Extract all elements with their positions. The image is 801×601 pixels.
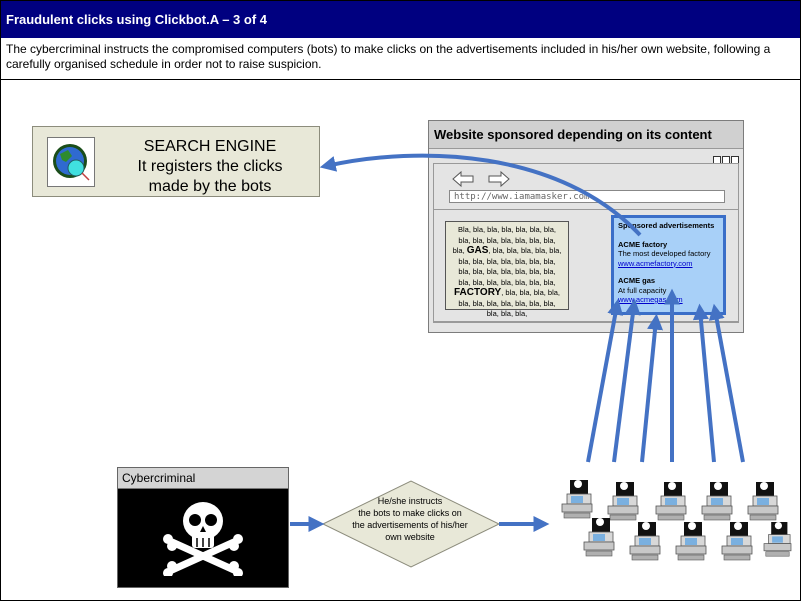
instruction-line: the bots to make clicks on xyxy=(358,508,462,518)
description: The cybercriminal instructs the compromi… xyxy=(1,38,800,80)
bot-computer-icon xyxy=(607,481,639,521)
page-title: Fraudulent clicks using Clickbot.A – 3 o… xyxy=(1,1,800,38)
ad-title: ACME gas xyxy=(618,276,656,285)
search-engine-text-1: It registers the clicks xyxy=(137,158,283,175)
text-line: bla, bla, bla, bla, bla, bla, bla, xyxy=(458,267,556,276)
back-arrow-icon[interactable] xyxy=(452,170,474,188)
text-line: bla, bla, bla, xyxy=(486,309,528,318)
website-text-content: Bla, bla, bla, bla, bla, bla, bla, bla, … xyxy=(445,221,569,318)
browser-title: Website sponsored depending on its conte… xyxy=(429,121,743,149)
bot-computer-icon xyxy=(763,521,792,557)
text-line: bla, bla, bla, bla, bla, bla, bla, xyxy=(458,256,556,266)
bot-computer-icon xyxy=(701,481,733,521)
bot-click-arrows xyxy=(586,288,745,463)
bot-computer-icon xyxy=(583,517,615,557)
status-bar xyxy=(433,321,739,328)
forward-arrow-icon[interactable] xyxy=(488,170,510,188)
cybercriminal-label: Cybercriminal xyxy=(118,468,288,489)
text-line: bla, bla, bla, bla, bla, bla, bla, xyxy=(458,235,556,245)
bot-computer-icon xyxy=(675,521,707,561)
bot-computer-icon xyxy=(747,481,779,521)
instruction-text: He/she instructs the bots to make clicks… xyxy=(330,495,490,543)
page-content-area xyxy=(433,209,739,322)
search-engine-title: SEARCH ENGINE xyxy=(143,138,277,155)
bot-computer-icon xyxy=(629,521,661,561)
instruction-line: He/she instructs xyxy=(377,496,443,506)
text-line: bla, GAS, bla, bla, bla, bla, bla, xyxy=(452,245,562,256)
ad-text: At full capacity xyxy=(618,285,667,295)
bot-computer-icon xyxy=(655,481,687,521)
bot-computer-icon xyxy=(721,521,753,561)
search-engine-icon xyxy=(47,137,95,187)
ads-heading: Sponsored advertisements xyxy=(618,221,715,230)
text-line: FACTORY, bla, bla, bla, bla, xyxy=(453,287,561,298)
click-report-arrow xyxy=(319,153,642,237)
skull-crossbones-icon xyxy=(163,502,243,576)
text-line: Bla, bla, bla, bla, bla, bla, bla, xyxy=(458,225,556,234)
text-line: bla, bla, bla, bla, bla, bla, bla, xyxy=(458,277,556,287)
address-bar[interactable]: http://www.iamamasker.com xyxy=(449,190,725,203)
ad-link-gas[interactable]: www.acmegas.com xyxy=(618,295,683,304)
ad-title: ACME factory xyxy=(618,239,668,249)
instruction-line: own website xyxy=(385,532,435,542)
instruction-line: the advertisements of his/her xyxy=(352,520,468,530)
bot-computer-icon xyxy=(561,479,593,519)
ad-text: The most developed factory xyxy=(618,249,711,258)
ad-link-factory[interactable]: www.acmefactory.com xyxy=(618,258,693,268)
cybercriminal-box: Cybercriminal xyxy=(117,467,289,588)
text-line: bla, bla, bla, bla, bla, bla, bla, xyxy=(458,298,556,308)
search-engine-text-2: made by the bots xyxy=(148,178,272,195)
search-engine-box: SEARCH ENGINE It registers the clicks ma… xyxy=(32,126,320,197)
